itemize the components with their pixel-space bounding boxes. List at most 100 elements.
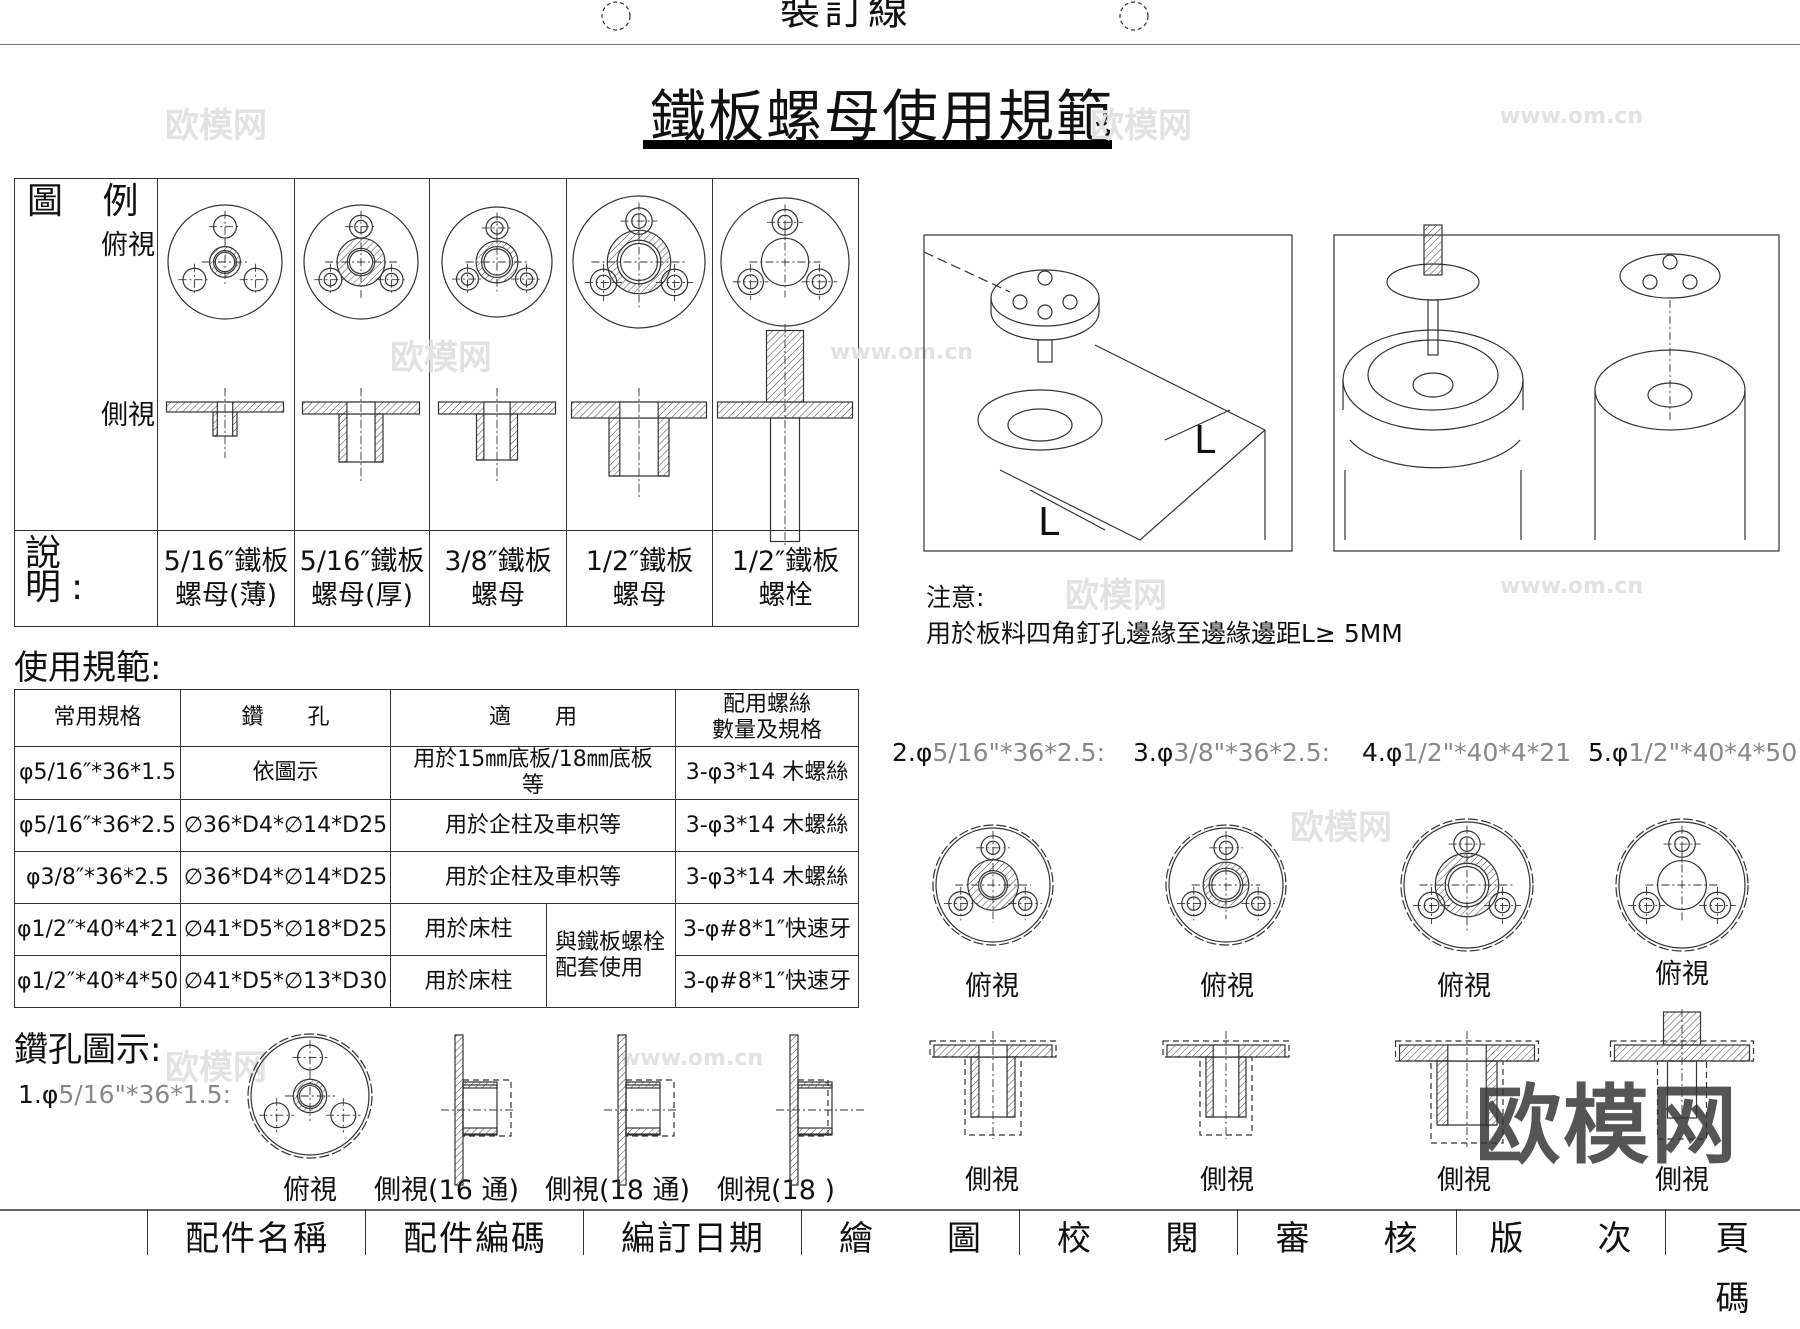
counterbore <box>977 389 1103 451</box>
barrel-wall <box>1436 1060 1449 1126</box>
counterbore-outline <box>1162 1040 1290 1058</box>
screw-hole <box>1037 270 1053 286</box>
legend-table: 圖 例 俯視 側視 說 明: 5/16″鐵板螺母(薄) 5/16″鐵板螺母(厚)… <box>14 178 859 627</box>
hatched-ring <box>1434 852 1500 918</box>
top-view-label: 俯視 <box>1200 971 1254 1002</box>
center-hole <box>1211 870 1241 900</box>
table-row: φ1/2″*40*4*50 ∅41*D5*∅13*D30 用於床柱 3-φ#8*… <box>14 955 860 1008</box>
item-prefix: 1.φ <box>18 1080 59 1109</box>
hidden-edge <box>923 251 1011 293</box>
drill-side-view <box>929 1040 1057 1136</box>
screw-hole <box>1417 891 1446 920</box>
spec-table: 常用規格 鑽 孔 適 用 配用螺絲數量及規格 φ5/16″*36*1.5 依圖示… <box>14 689 860 1008</box>
top-view-drawing <box>1165 824 1287 946</box>
watermark-logo: 欧模网 <box>165 106 267 146</box>
post-top <box>1594 349 1746 431</box>
flange-outline <box>1615 818 1749 952</box>
cell-drill: ∅36*D4*∅14*D25 <box>180 799 391 852</box>
cell-use-merged: 與鐵板螺栓配套使用 <box>545 903 677 1008</box>
header-spec: 常用規格 <box>14 689 181 747</box>
screw-hole-inner <box>1218 840 1234 856</box>
merged-use-line2: 配套使用 <box>555 955 644 981</box>
cell-use: 用於企柱及車枳等 <box>389 799 677 852</box>
merged-use-line1: 與鐵板螺栓 <box>555 929 666 955</box>
desc-line2: 螺母(厚) <box>310 579 414 611</box>
screw-hole <box>948 890 974 917</box>
cell-screw: 3-φ3*14 木螺絲 <box>675 799 860 852</box>
watermark-url: www.om.cn <box>830 340 974 365</box>
screw-hole <box>330 1102 357 1129</box>
screw-hole <box>1012 294 1028 310</box>
header-screw-line1: 配用螺絲 <box>723 692 812 717</box>
page-title: 鐵板螺母使用規範 <box>650 85 1114 150</box>
screw-hole-inner <box>1494 897 1511 914</box>
cell-drill: ∅36*D4*∅14*D25 <box>180 851 391 904</box>
cell-spec: φ1/2″*40*4*21 <box>14 903 181 956</box>
drawing-frame <box>923 234 1293 552</box>
drill-hole-outline <box>462 1079 512 1137</box>
flange-outline <box>1165 824 1287 946</box>
drill-item-5-label: 5.φ1/2"*40*4*50 <box>1588 738 1797 767</box>
title-block-part-name: 配件名稱 <box>147 1209 366 1259</box>
title-block-checked: 校 閱 <box>1019 1209 1238 1259</box>
screw-hole <box>1062 294 1078 310</box>
table-row: φ5/16″*36*2.5 ∅36*D4*∅14*D25 用於企柱及車枳等 3-… <box>14 799 860 852</box>
screw-hole-inner <box>1674 836 1690 852</box>
side-view-drawing <box>1166 1031 1286 1139</box>
top-view-drawing <box>932 824 1054 946</box>
barrel <box>462 1084 498 1136</box>
screw-hole <box>1453 830 1481 858</box>
header-screw-line2: 數量及規格 <box>712 718 823 743</box>
watermark-url: www.om.cn <box>1500 104 1644 129</box>
title-block-date: 編訂日期 <box>583 1209 802 1259</box>
screw-hole-inner <box>1018 896 1033 911</box>
screw-hole <box>1682 274 1698 290</box>
side-view-label: 側視 <box>1437 1165 1491 1196</box>
legend-drawing-cell <box>566 178 713 531</box>
bore <box>978 1044 1008 1058</box>
screw-hole <box>1703 891 1732 920</box>
flange-top <box>990 269 1100 327</box>
barrel <box>797 1084 833 1136</box>
dimension-label-L: L <box>1194 418 1216 462</box>
hatched-ring <box>1202 861 1250 909</box>
center-hole <box>1447 865 1487 905</box>
barrel-wall <box>1205 1056 1214 1118</box>
hatched-ring <box>292 1078 328 1114</box>
side-view-label: 側視 <box>1200 1165 1254 1196</box>
drill-hole <box>1007 408 1073 442</box>
drill-hole <box>1647 382 1693 408</box>
title-block-drawn: 繪 圖 <box>801 1209 1020 1259</box>
side-view-label: 側視 <box>1655 1165 1709 1196</box>
legend-side-view-label: 側視 <box>101 400 155 431</box>
cell-use: 用於企柱及車枳等 <box>389 851 677 904</box>
barrel-wall <box>1006 1056 1016 1118</box>
legend-title: 圖 例 <box>27 181 153 222</box>
cell-use: 用於15㎜底板/18㎜底板等 <box>389 746 677 800</box>
side-view-drawing <box>933 1031 1053 1139</box>
cell-drill: 依圖示 <box>180 746 391 800</box>
legend-desc-label: 說 明: <box>14 530 158 627</box>
screw-hole <box>1037 304 1053 320</box>
desc-line1: 1/2″鐵板 <box>585 545 694 577</box>
note-text: 用於板料四角釘孔邊緣至邊緣邊距L≥ 5MM <box>926 619 1403 648</box>
flange-section <box>933 1044 1053 1058</box>
watermark-logo-large: 欧模网 <box>1475 1076 1739 1176</box>
title-block-border <box>0 1209 1800 1211</box>
legend-label-cell: 圖 例 俯視 側視 <box>14 178 158 531</box>
cell-spec: φ5/16″*36*2.5 <box>14 799 181 852</box>
drill-side-view-rotated <box>776 1034 865 1186</box>
screw-hole-inner <box>953 896 968 911</box>
screw-hole-inner <box>1423 897 1440 914</box>
drill-item-1-label: 1.φ5/16"*36*1.5: <box>18 1080 231 1109</box>
binding-hole <box>601 1 631 31</box>
title-block-approved: 審 核 <box>1237 1209 1457 1259</box>
note-label: 注意: <box>926 583 985 612</box>
item-spec: 3/8"*36*2.5: <box>1173 738 1331 767</box>
drill-hole <box>1412 372 1454 398</box>
item-spec: 1/2"*40*4*50 <box>1628 738 1798 767</box>
barrel <box>625 1084 661 1136</box>
flange-outline-inner <box>1403 821 1531 949</box>
table-row: φ5/16″*36*1.5 依圖示 用於15㎜底板/18㎜底板等 3-φ3*14… <box>14 746 860 800</box>
desc-line2: 螺母 <box>471 579 525 611</box>
